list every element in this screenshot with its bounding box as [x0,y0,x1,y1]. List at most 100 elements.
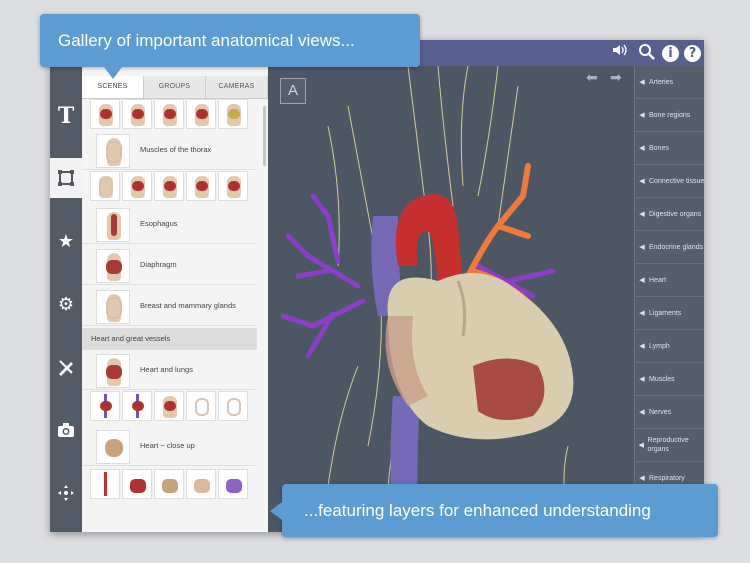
scene-thumbnail[interactable] [218,391,248,421]
arrow-left-icon: ◀ [639,375,645,383]
scene-thumbnail [96,208,130,242]
scene-thumbnail[interactable] [218,171,248,201]
arrow-left-icon: ◀ [638,441,644,449]
thumbnail-row [90,171,248,201]
layer-reproductive-organs[interactable]: ◀Reproductive organs [635,429,704,462]
arrow-left-icon: ◀ [639,276,645,284]
list-item[interactable]: Heart and lungs [82,351,257,390]
list-item[interactable]: Breast and mammary glands [82,287,257,326]
scene-thumbnail [96,430,130,464]
list-item[interactable]: Esophagus [82,205,257,244]
tab-cameras[interactable]: CAMERAS [206,76,268,98]
scene-thumbnail[interactable] [122,391,152,421]
move-icon[interactable] [50,473,82,513]
scene-thumbnail[interactable] [122,171,152,201]
scene-thumbnail[interactable] [186,391,216,421]
search-icon[interactable] [637,43,657,63]
list-item-label: Heart and lungs [140,365,193,374]
callout-pointer [270,502,282,520]
arrow-left-icon: ◀ [639,177,645,185]
gallery-tabs: SCENES GROUPS CAMERAS [82,76,268,99]
callout-pointer [104,67,122,79]
section-header: Heart and great vessels [82,328,257,350]
thumbnail-row [90,391,248,421]
text-tool[interactable]: T [57,103,75,129]
scene-thumbnail[interactable] [90,171,120,201]
arrow-left-icon: ◀ [639,111,645,119]
arrow-left-icon: ◀ [639,210,645,218]
help-icon[interactable]: ? [684,45,701,62]
layer-arteries[interactable]: ◀Arteries [635,66,704,99]
layer-ligaments[interactable]: ◀Ligaments [635,297,704,330]
layer-bone-regions[interactable]: ◀Bone regions [635,99,704,132]
arrow-left-icon: ◀ [639,474,645,482]
gear-icon[interactable]: ⚙ [57,293,75,315]
scalpel-icon[interactable] [50,347,82,387]
scene-thumbnail[interactable] [218,469,248,499]
3d-viewport[interactable]: A ⬅ ➡ [268,66,634,532]
layer-heart[interactable]: ◀Heart [635,264,704,297]
scene-thumbnail[interactable] [122,469,152,499]
layer-list: ◀Arteries ◀Bone regions ◀Bones ◀Connecti… [634,66,704,532]
list-item-label: Heart ~ close up [140,441,195,450]
callout-layers: ...featuring layers for enhanced underst… [270,484,718,537]
scrollbar[interactable] [263,106,266,166]
heart-model[interactable] [268,66,634,532]
layer-endocrine-glands[interactable]: ◀Endocrine glands [635,231,704,264]
speaker-icon[interactable] [610,43,630,63]
scene-thumbnail [96,290,130,324]
scene-thumbnail[interactable] [154,99,184,129]
scene-thumbnail[interactable] [186,469,216,499]
tab-groups[interactable]: GROUPS [144,76,206,98]
scene-thumbnail[interactable] [154,391,184,421]
scene-thumbnail[interactable] [154,469,184,499]
thumbnail-row [90,469,248,499]
scene-thumbnail[interactable] [90,469,120,499]
view-label-button[interactable]: A [280,78,306,104]
list-item[interactable]: Heart ~ close up [82,427,257,466]
layer-nerves[interactable]: ◀Nerves [635,396,704,429]
scene-list: Muscles of the thorax Esophagus Diaphrag… [82,99,257,532]
arrow-left-icon: ◀ [639,243,645,251]
arrow-left-icon: ◀ [639,309,645,317]
scene-thumbnail[interactable] [122,99,152,129]
callout-text: Gallery of important anatomical views... [58,31,355,50]
scene-thumbnail[interactable] [90,99,120,129]
list-item-label: Esophagus [140,219,178,228]
layer-connective-tissue[interactable]: ◀Connective tissue [635,165,704,198]
scene-thumbnail[interactable] [186,99,216,129]
scene-thumbnail[interactable] [90,391,120,421]
list-item[interactable]: Diaphragm [82,246,257,285]
tab-scenes[interactable]: SCENES [82,76,144,98]
arrow-left-icon: ◀ [639,342,645,350]
list-item-label: Muscles of the thorax [140,145,212,154]
callout-gallery: Gallery of important anatomical views... [40,14,420,79]
back-arrow-icon[interactable]: ⬅ [586,70,598,86]
info-icon[interactable]: i [662,45,679,62]
layer-digestive-organs[interactable]: ◀Digestive organs [635,198,704,231]
scene-thumbnail[interactable] [218,99,248,129]
scene-thumbnail [96,249,130,283]
gallery-tool[interactable] [50,158,82,198]
scene-thumbnail [96,354,130,388]
layer-bones[interactable]: ◀Bones [635,132,704,165]
scene-thumbnail[interactable] [154,171,184,201]
tool-column: T ★ ⚙ [50,66,82,532]
arrow-left-icon: ◀ [639,144,645,152]
camera-icon[interactable] [50,410,82,450]
list-item-label: Breast and mammary glands [140,301,236,310]
callout-text: ...featuring layers for enhanced underst… [304,501,651,520]
layer-lymph[interactable]: ◀Lymph [635,330,704,363]
gallery-panel: SCENES GROUPS CAMERAS Muscles of the tho… [82,66,268,532]
layer-muscles[interactable]: ◀Muscles [635,363,704,396]
thumbnail-row [90,99,248,129]
arrow-left-icon: ◀ [639,78,645,86]
scene-thumbnail[interactable] [186,171,216,201]
list-item-label: Diaphragm [140,260,177,269]
list-item[interactable]: Muscles of the thorax [82,131,257,170]
forward-arrow-icon[interactable]: ➡ [610,70,622,86]
app-window: i ? T ★ ⚙ SCENES GROUPS CAMERAS [50,40,704,532]
star-icon[interactable]: ★ [57,230,75,252]
arrow-left-icon: ◀ [639,408,645,416]
scene-thumbnail [96,134,130,168]
